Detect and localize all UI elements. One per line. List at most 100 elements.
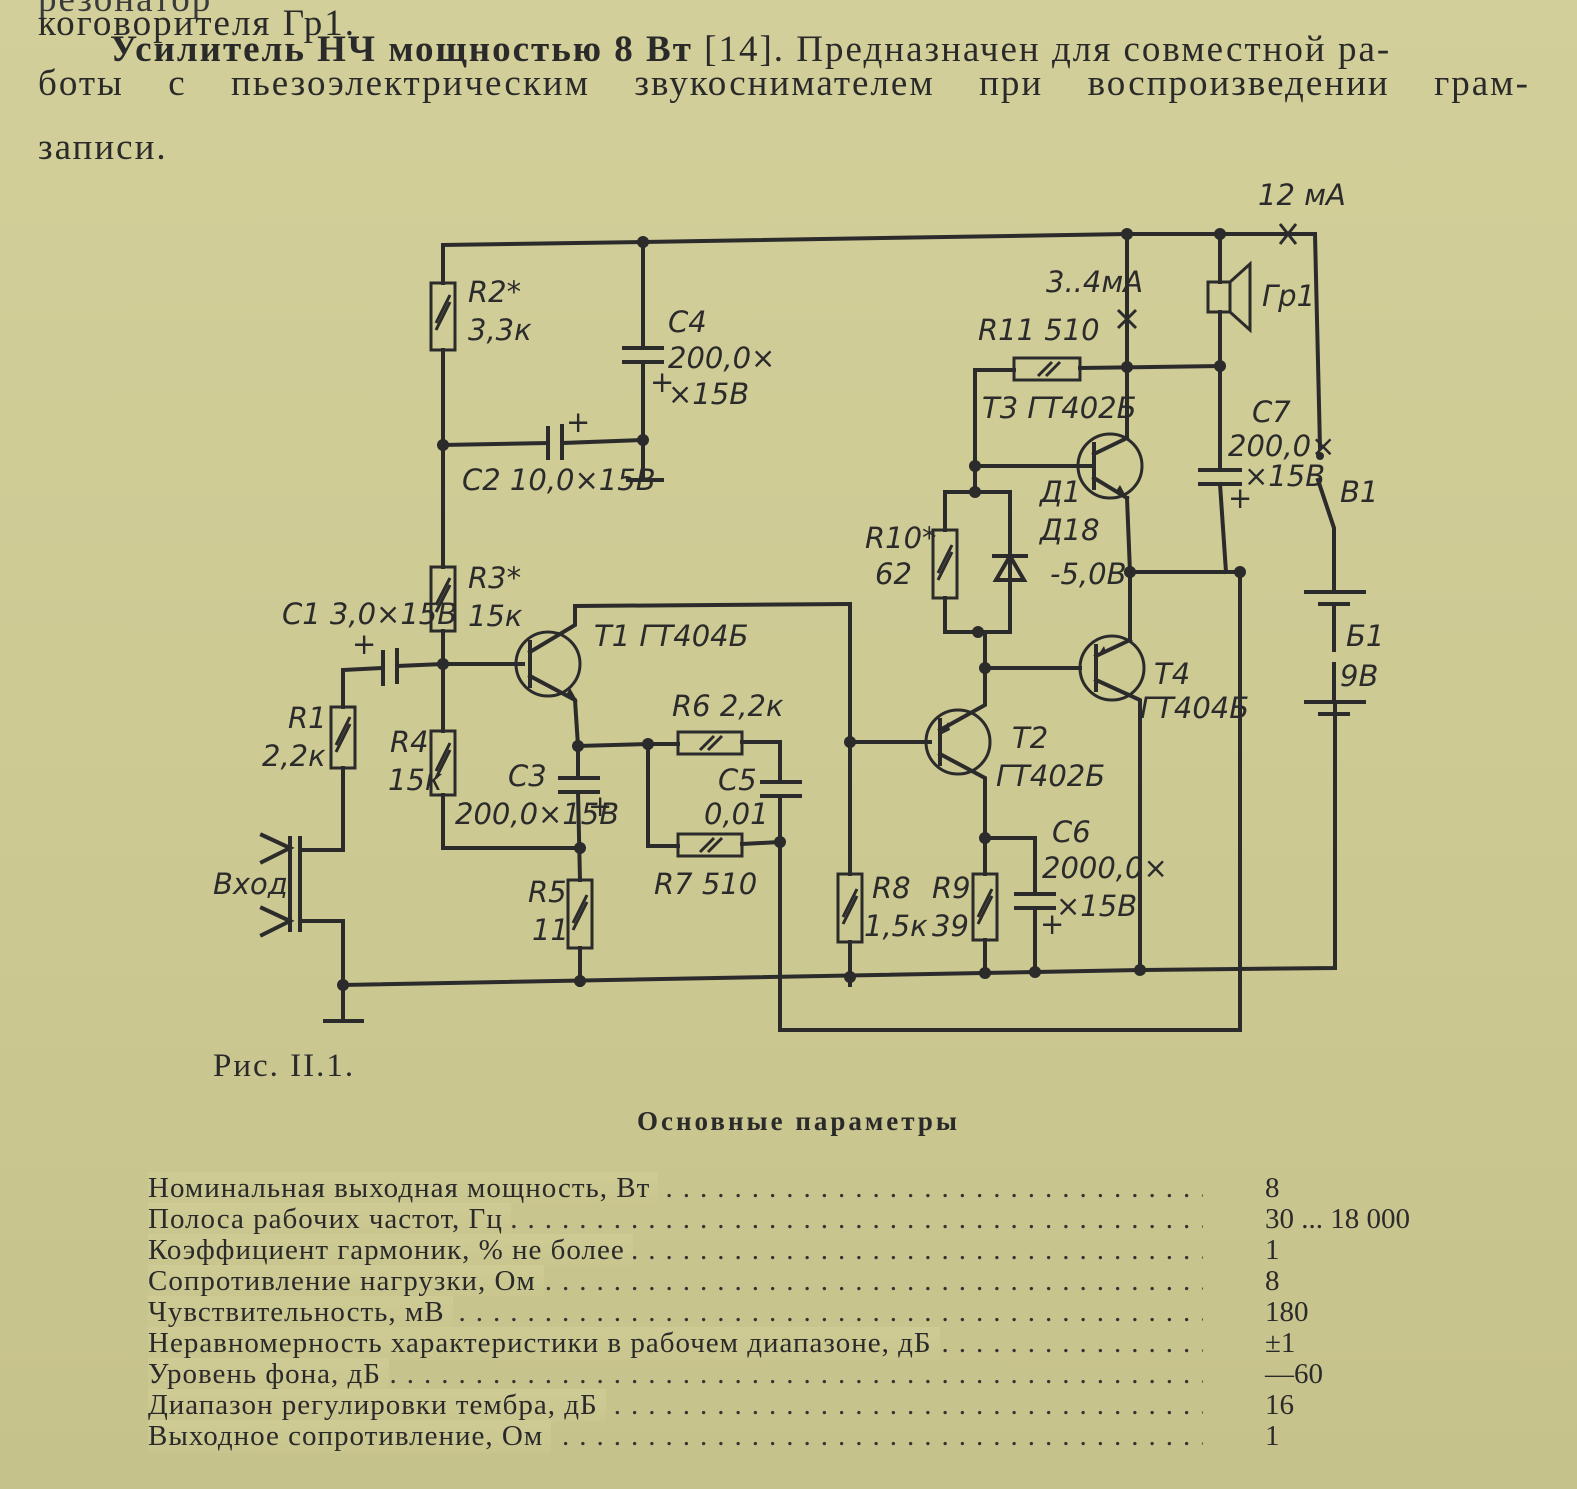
label-t4-value: ГТ404Б	[1140, 691, 1249, 725]
label-r8-value: 1,5к	[864, 909, 928, 943]
current-mark-12ma	[1278, 223, 1298, 245]
resistor-r7-hatch	[698, 836, 724, 854]
current-mark-3-4ma	[1116, 308, 1138, 330]
label-t2: Т2	[1012, 721, 1048, 755]
resistor-r6	[676, 730, 744, 756]
transistor-t2	[924, 708, 992, 776]
resistor-r5-hatch	[571, 894, 589, 931]
cut-off-text-line: резонатор	[38, 0, 212, 21]
label-c7-voltage: ×15В	[1244, 459, 1325, 493]
label-t1: Т1 ГТ404Б	[594, 619, 749, 653]
junction-dot	[437, 658, 449, 670]
label-c4: C4	[668, 305, 707, 339]
param-value: 180	[1265, 1296, 1309, 1328]
label-r5-value: 11	[532, 913, 569, 947]
resistor-r10	[931, 528, 959, 600]
text-line-1: коговорителя Гр1.	[38, 3, 357, 44]
label-r1-value: 2,2к	[262, 739, 326, 773]
param-name: Неравномерность характеристики в рабочем…	[148, 1327, 940, 1360]
left-vertical-wire	[441, 243, 582, 850]
label-c3-value: 200,0×15В	[455, 797, 619, 831]
resistor-r5	[566, 878, 594, 950]
label-r1: R1	[288, 701, 327, 735]
label-3-4ma: 3..4мА	[1046, 265, 1143, 299]
text-line-4: записи.	[38, 127, 168, 168]
label-r3-value: 15к	[468, 599, 523, 633]
resistor-r9	[971, 872, 999, 942]
label-c6-voltage: ×15В	[1056, 889, 1137, 923]
label-r8: R8	[872, 871, 911, 905]
param-row: ........................................…	[148, 1203, 1488, 1236]
word: звукоснимателем	[634, 63, 935, 104]
amplifier-schematic: 12 мА R2* 3,3к + C2 10,0×15В C4 200,0× +…	[213, 178, 1384, 1032]
transistor-t2-leads	[937, 666, 987, 840]
label-c1: C1 3,0×15В	[282, 597, 457, 631]
switch-b1-wire	[1312, 231, 1336, 592]
label-r4-value: 15к	[388, 763, 443, 797]
junction-dot	[1029, 966, 1041, 978]
label-r10: R10*	[865, 521, 937, 555]
param-row: ........................................…	[148, 1389, 1488, 1422]
label-input: Вход	[213, 867, 288, 901]
speaker-c7-wire	[1217, 232, 1229, 575]
input-jack-body	[288, 836, 302, 932]
resistor-r3	[429, 565, 457, 633]
label-c6-value: 2000,0×	[1042, 851, 1168, 885]
r11-wire	[973, 363, 1223, 372]
label-c4-plus: +	[650, 365, 674, 399]
resistor-r11	[1012, 356, 1082, 382]
param-name: Диапазон регулировки тембра, дБ	[148, 1389, 606, 1422]
param-value: —60	[1265, 1358, 1323, 1390]
c2-wire	[440, 437, 646, 448]
resistor-r6-hatch	[698, 734, 724, 752]
t2-emitter-arrow	[940, 722, 950, 735]
word: с	[168, 63, 187, 104]
param-name: Уровень фона, дБ	[148, 1358, 389, 1391]
ground-symbol	[323, 983, 364, 1023]
label-c6: C6	[1052, 815, 1091, 849]
label-r9: R9	[932, 871, 971, 905]
param-row: ........................................…	[148, 1234, 1488, 1267]
label-c5-value: 0,01	[704, 797, 769, 831]
junction-dot	[637, 434, 649, 446]
transistor-t3-leads	[973, 435, 1130, 501]
label-c3: C3	[508, 759, 547, 793]
label-r7: R7 510	[654, 867, 757, 901]
word: при	[979, 63, 1044, 104]
label-r10-value: 62	[875, 557, 912, 591]
label-voltage: -5,0В	[1050, 557, 1126, 591]
junction-dot	[844, 736, 856, 748]
capacitor-c5	[760, 780, 802, 798]
param-name: Номинальная выходная мощность, Вт	[148, 1172, 659, 1205]
resistor-r9-hatch	[976, 888, 994, 925]
param-name: Чувствительность, мВ	[148, 1296, 453, 1329]
speaker-gr1-cone	[1228, 260, 1252, 334]
figure-caption: Рис. II.1.	[213, 1048, 356, 1084]
param-name: Выходное сопротивление, Ом	[148, 1420, 552, 1453]
label-c3-plus: +	[588, 789, 612, 823]
speaker-gr1-magnet	[1206, 280, 1232, 314]
param-value: 8	[1265, 1172, 1280, 1204]
label-t4: Т4	[1154, 657, 1190, 691]
label-c2: C2 10,0×15В	[462, 463, 656, 497]
junction-dot	[979, 967, 991, 979]
label-c6-plus: +	[1040, 907, 1064, 941]
resistor-r2-hatch	[434, 294, 452, 331]
resistor-r4	[429, 729, 457, 797]
junction-dot	[969, 486, 981, 498]
label-d1-value: Д18	[1038, 513, 1100, 547]
param-row: ........................................…	[148, 1265, 1488, 1298]
label-r6: R6 2,2к	[672, 689, 784, 723]
label-battery-b1: Б1	[1346, 619, 1384, 653]
label-t2-value: ГТ402Б	[996, 759, 1105, 793]
label-r9-value: 39	[932, 909, 969, 943]
word: грам-	[1434, 63, 1530, 104]
input-wire	[298, 766, 345, 987]
label-r2-value: 3,3к	[468, 313, 532, 347]
label-r2: R2*	[468, 275, 521, 309]
param-row: ........................................…	[148, 1172, 1488, 1205]
t1-emitter-arrow	[566, 688, 578, 702]
junction-dot	[1234, 566, 1246, 578]
label-d1: Д1	[1038, 475, 1081, 509]
top-rail-wire	[440, 232, 1317, 248]
